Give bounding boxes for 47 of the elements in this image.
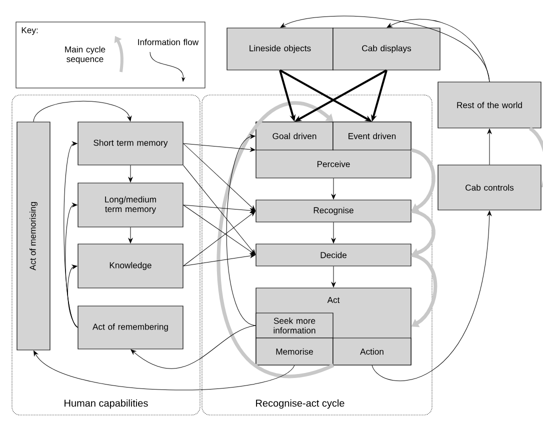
key-label: Key:	[22, 27, 38, 35]
arrow	[183, 143, 256, 211]
cycle-arrow	[217, 102, 334, 378]
arrow	[34, 350, 295, 390]
arrow	[183, 143, 256, 152]
arrow	[183, 165, 256, 255]
arrow	[128, 227, 133, 244]
arrow	[372, 210, 492, 381]
arrow	[331, 178, 336, 200]
process-box: Goal driven	[256, 122, 334, 150]
process-box: Decide	[256, 244, 412, 266]
cycle-arrow	[410, 209, 436, 258]
process-box: Recognise	[256, 200, 412, 222]
arrow	[226, 134, 256, 326]
arrow	[64, 141, 78, 328]
arrow	[130, 325, 256, 369]
process-box: Cab displays	[332, 28, 440, 70]
arrow	[33, 100, 132, 122]
arrow	[183, 211, 256, 266]
process-box: Cab controls	[438, 164, 542, 210]
process-box: Action	[332, 338, 412, 366]
process-box: Knowledge	[78, 244, 184, 288]
arrow	[331, 222, 336, 244]
legend-entry: Information flow	[138, 38, 199, 82]
process-box: Lineside objects	[226, 28, 334, 70]
process-box: Seek more information	[256, 312, 334, 338]
cycle-arrow	[410, 148, 436, 212]
process-box: Rest of the world	[438, 82, 542, 128]
cycle-arrow	[410, 253, 438, 328]
arrow	[386, 18, 490, 82]
process-box: Event driven	[332, 122, 412, 150]
arrow	[67, 264, 78, 328]
arrow	[280, 16, 490, 82]
arrow	[65, 202, 78, 328]
process-box: Act of remembering	[78, 306, 184, 350]
arrow	[128, 165, 133, 182]
arrow	[183, 254, 256, 266]
arrow	[183, 204, 256, 255]
process-box: Act of memorising	[16, 122, 50, 350]
process-box: Long/medium term memory	[78, 182, 184, 228]
process-box: Short term memory	[78, 122, 184, 166]
arrow	[183, 204, 256, 213]
legend-entry: Main cycle sequence	[65, 36, 124, 72]
process-box: Memorise	[256, 338, 334, 366]
arrow	[487, 128, 492, 165]
arrow	[331, 266, 336, 288]
cycle-arrow	[528, 126, 543, 188]
